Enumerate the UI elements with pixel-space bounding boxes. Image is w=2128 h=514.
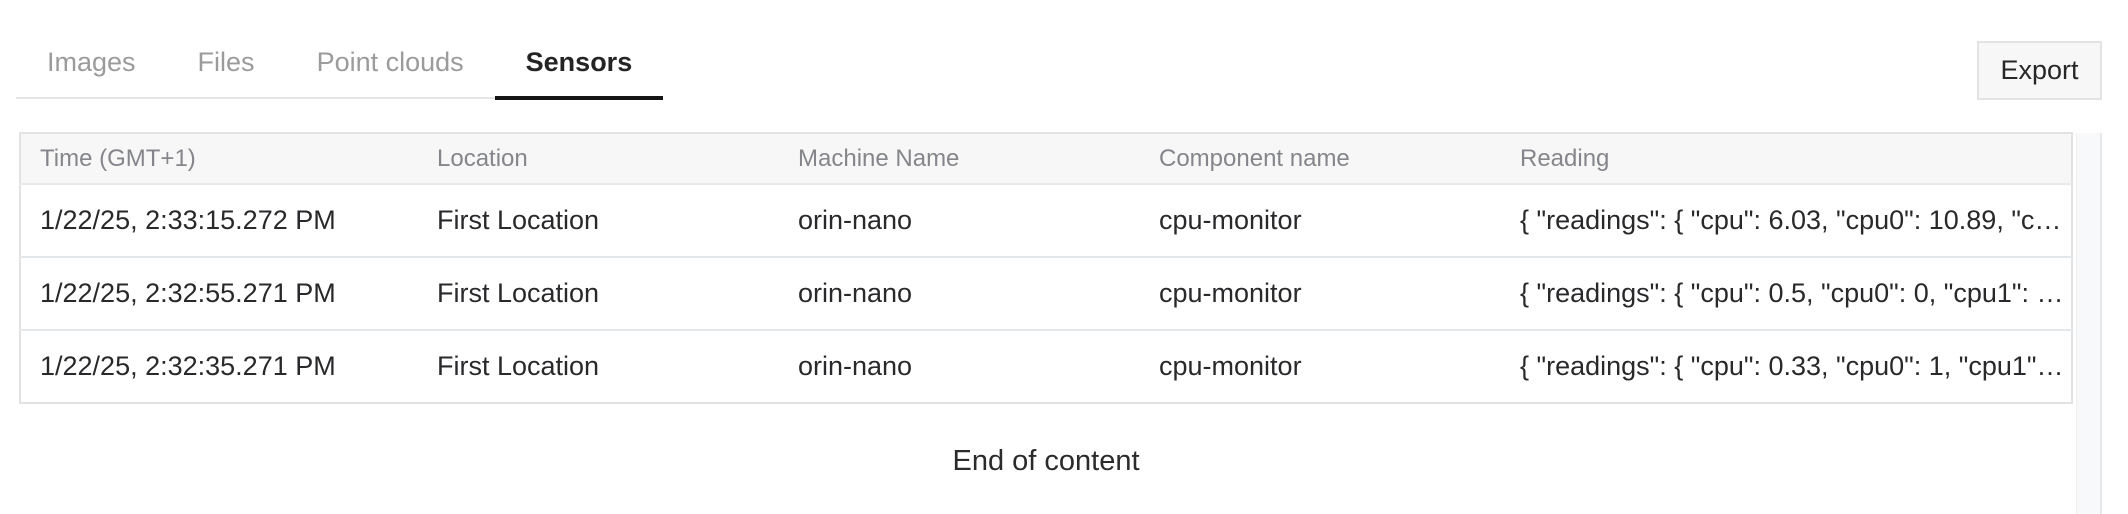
cell-time: 1/22/25, 2:33:15.272 PM xyxy=(40,205,336,235)
tab-point-clouds[interactable]: Point clouds xyxy=(316,47,464,77)
cell-component-name: cpu-monitor xyxy=(1140,329,1501,403)
tab-bar: Images Files Point clouds Sensors xyxy=(16,28,664,100)
column-header-time: Time (GMT+1) xyxy=(20,133,418,185)
table-row[interactable]: 1/22/25, 2:32:35.271 PM First Location o… xyxy=(20,329,2072,403)
sensors-table: Time (GMT+1) Location Machine Name Compo… xyxy=(19,132,2073,404)
export-button[interactable]: Export xyxy=(1977,41,2102,100)
cell-time: 1/22/25, 2:32:35.271 PM xyxy=(20,329,418,403)
sensors-table-container: Time (GMT+1) Location Machine Name Compo… xyxy=(19,132,2073,404)
table-row[interactable]: 1/22/25, 2:32:55.271 PM First Location o… xyxy=(20,256,2072,330)
cell-location: First Location xyxy=(437,205,600,235)
vertical-scrollbar[interactable] xyxy=(2076,133,2102,514)
cell-component-name: cpu-monitor xyxy=(1159,205,1302,235)
end-of-content-label: End of content xyxy=(952,445,1140,477)
column-header-machine-name: Machine Name xyxy=(779,133,1140,185)
column-header-component-name: Component name xyxy=(1140,133,1501,185)
cell-machine-name: orin-nano xyxy=(779,256,1140,330)
tab-sensors[interactable]: Sensors xyxy=(494,28,664,100)
cell-location: First Location xyxy=(418,329,779,403)
cell-reading: { "readings": { "cpu": 6.03, "cpu0": 10.… xyxy=(1520,205,2062,235)
table-header-row: Time (GMT+1) Location Machine Name Compo… xyxy=(20,133,2072,185)
cell-location: First Location xyxy=(418,256,779,330)
tab-files[interactable]: Files xyxy=(197,47,255,77)
cell-component-name: cpu-monitor xyxy=(1140,256,1501,330)
cell-time: 1/22/25, 2:32:55.271 PM xyxy=(20,256,418,330)
cell-machine-name: orin-nano xyxy=(798,205,913,235)
cell-machine-name: orin-nano xyxy=(779,329,1140,403)
column-header-location: Location xyxy=(418,133,779,185)
tab-images[interactable]: Images xyxy=(47,47,136,77)
table-row[interactable]: 1/22/25, 2:33:15.272 PM First Location o… xyxy=(20,184,2072,257)
column-header-reading: Reading xyxy=(1501,133,2072,185)
cell-reading: { "readings": { "cpu": 0.5, "cpu0": 0, "… xyxy=(1501,256,2072,330)
cell-reading: { "readings": { "cpu": 0.33, "cpu0": 1, … xyxy=(1501,329,2072,403)
